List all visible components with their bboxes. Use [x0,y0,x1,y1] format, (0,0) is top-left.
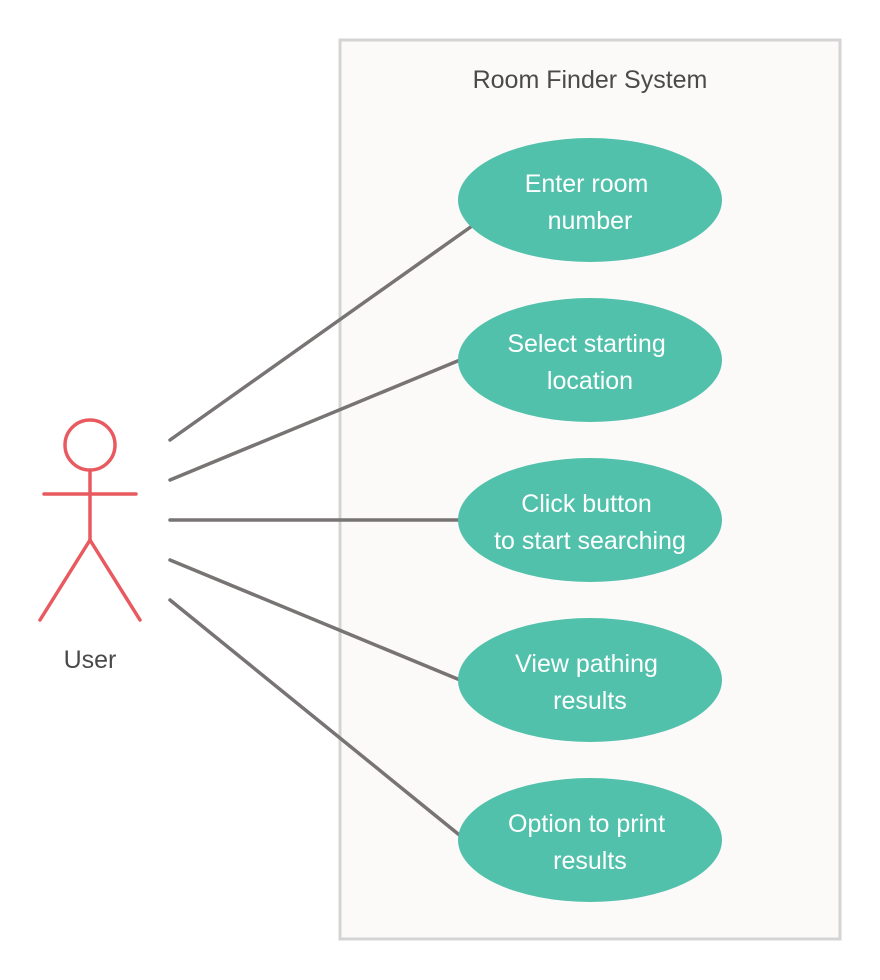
use-case-ellipse [458,778,722,902]
use-case-label-line: number [548,207,633,235]
use-case-select-starting-location: Select starting location [458,298,722,422]
use-case-label: Option to print results [508,810,672,875]
use-case-label-line: Select starting [507,330,665,358]
actor-label: User [64,646,117,674]
actor-head [63,418,117,472]
associations [168,224,474,844]
use-case-ellipse [458,298,722,422]
use-case-label: Enter room number [525,170,656,235]
use-case-label-line: location [547,367,633,395]
use-case-label-line: results [553,687,627,715]
actor-user [38,418,142,622]
use-case-label: View pathing results [515,650,665,715]
use-case-ellipse [458,618,722,742]
use-case-label-line: View pathing [515,650,658,678]
association-line-option-to-print [168,598,470,844]
actor-right-leg [88,538,142,622]
use-case-view-pathing-results: View pathing results [458,618,722,742]
use-case-label-line: results [553,847,627,875]
association-line-select-starting-location [168,358,462,482]
use-case-option-to-print-results: Option to print results [458,778,722,902]
association-line-view-pathing-results [168,558,462,682]
use-case-click-button-to-start-searching: Click button to start searching [458,458,722,582]
use-case-ellipse [458,138,722,262]
association-line-enter-room-number [168,224,474,442]
use-case-label-line: Option to print [508,810,665,838]
use-case-label: Click button to start searching [494,490,686,555]
use-case-enter-room-number: Enter room number [458,138,722,262]
use-case-label: Select starting location [507,330,672,395]
use-case-label-line: Click button [521,490,652,518]
use-case-label-line: Enter room [525,170,649,198]
system-title: Room Finder System [473,66,708,94]
actor-left-leg [38,538,92,622]
use-case-label-line: to start searching [494,527,686,555]
use-case-ellipse [458,458,722,582]
